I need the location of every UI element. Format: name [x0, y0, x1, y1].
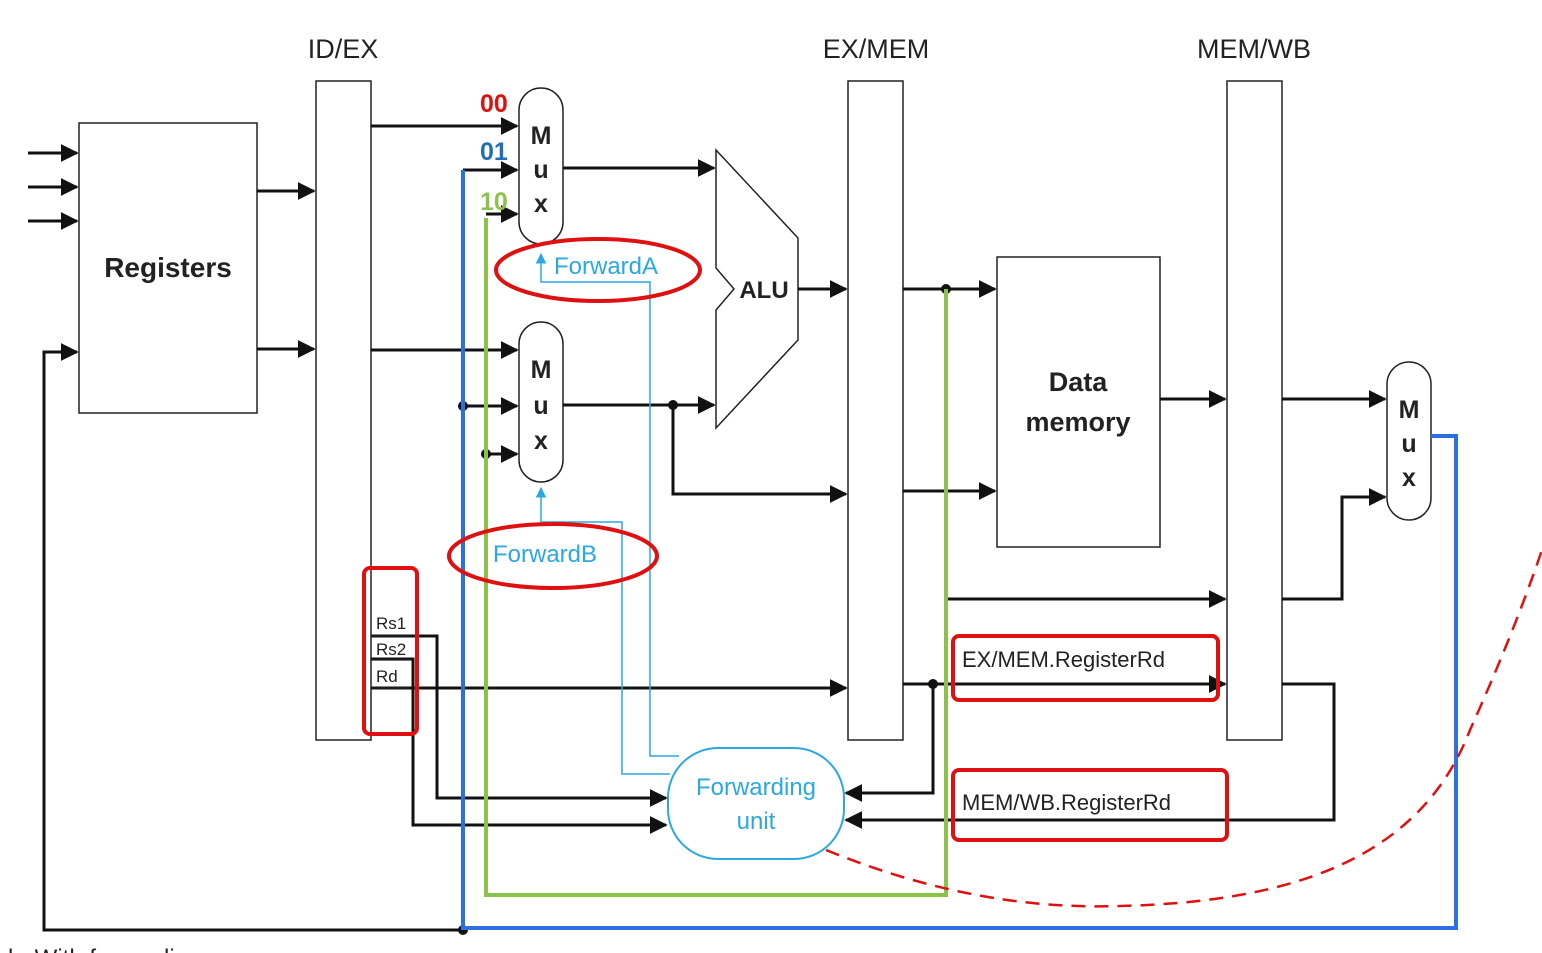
mux-b-letter-m: M	[531, 356, 552, 384]
mux-a-letter-m: M	[531, 122, 552, 150]
mux-b-letter-u: u	[533, 392, 548, 420]
ex-mem-register-rd-label: EX/MEM.RegisterRd	[962, 647, 1165, 672]
forward-b-control-line	[535, 486, 670, 775]
alu-block	[715, 148, 799, 430]
data-memory-label-line1: Data	[1049, 367, 1109, 397]
forwarding-unit-label-line1: Forwarding	[696, 774, 816, 801]
mux-wb-letter-u: u	[1401, 430, 1416, 458]
datapath-wires	[28, 117, 1387, 935]
mux-a-letter-u: u	[533, 156, 548, 184]
mux-input-code-00: 00	[480, 90, 508, 118]
mux-a-letter-x: x	[534, 190, 548, 218]
mux-input-code-01: 01	[480, 138, 508, 166]
forward-a-label: ForwardA	[554, 253, 658, 280]
field-rs2: Rs2	[376, 640, 406, 659]
caption-fragment: b. With forwarding	[8, 945, 201, 953]
forwarding-unit	[667, 747, 845, 860]
mem-wb-title: MEM/WB	[1197, 34, 1311, 64]
id-ex-register	[315, 80, 372, 741]
data-memory-block	[996, 256, 1161, 548]
ex-mem-title: EX/MEM	[823, 34, 930, 64]
highlight-annotations	[362, 237, 1542, 908]
id-ex-title: ID/EX	[308, 34, 379, 64]
mux-forward-b	[518, 321, 564, 483]
mux-wb-letter-m: M	[1399, 396, 1420, 424]
mux-b-letter-x: x	[534, 427, 548, 455]
mux-writeback	[1386, 361, 1432, 521]
mem-wb-register-rd-label: MEM/WB.RegisterRd	[962, 790, 1171, 815]
forwarding-unit-label-line2: unit	[737, 808, 776, 835]
ex-mem-register	[847, 80, 904, 741]
forward-a-control-line	[535, 252, 679, 757]
forward-path-ex-mem	[484, 218, 948, 897]
registers-block	[78, 122, 258, 414]
alu-label: ALU	[739, 277, 788, 304]
mem-wb-register	[1226, 80, 1283, 741]
field-rd: Rd	[376, 667, 398, 686]
mux-wb-letter-x: x	[1402, 464, 1416, 492]
forward-path-mem-wb	[461, 170, 1458, 930]
forward-b-label: ForwardB	[493, 541, 597, 568]
mux-input-code-10: 10	[480, 188, 508, 216]
registers-label: Registers	[104, 252, 232, 283]
data-memory-label-line2: memory	[1025, 407, 1130, 437]
field-rs1: Rs1	[376, 614, 406, 633]
